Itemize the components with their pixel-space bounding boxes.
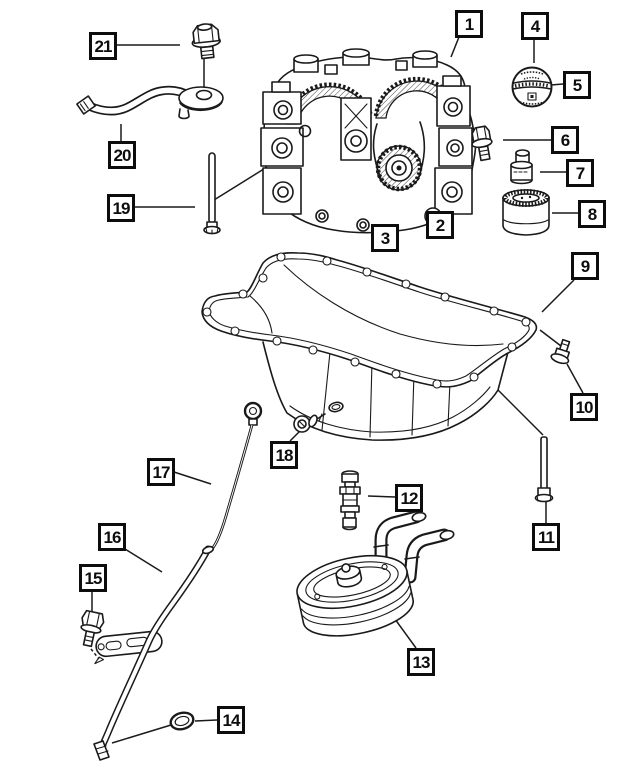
callout-7[interactable]: 7 [566,159,594,187]
callout-6[interactable]: 6 [551,126,579,154]
dipstick-tube-drawing [93,545,215,761]
callout-11[interactable]: 11 [532,523,560,551]
stud-bolt-drawing [203,152,221,235]
callout-16-label: 16 [103,527,122,547]
oil-filler-cap-drawing [511,66,553,108]
callout-3[interactable]: 3 [371,224,399,252]
callout-19-label: 19 [112,198,131,218]
callout-14-label: 14 [222,710,241,730]
callout-8[interactable]: 8 [578,200,606,228]
callout-12-label: 12 [400,488,419,508]
oil-dipstick-drawing [210,401,263,550]
engine-oil-cooler-drawing [296,510,455,637]
callout-18-label: 18 [275,445,294,465]
callout-2[interactable]: 2 [426,211,454,239]
oil-cooler-fitting-drawing [339,470,361,531]
callout-1[interactable]: 1 [455,10,483,38]
callout-4-label: 4 [530,16,541,36]
adapter-plug-drawing [510,149,533,185]
callout-21-label: 21 [94,36,113,56]
callout-15-label: 15 [84,568,103,588]
pan-flange-holes [202,252,531,389]
callout-7-label: 7 [575,163,586,183]
callout-12[interactable]: 12 [395,484,423,512]
callout-5[interactable]: 5 [563,71,591,99]
balance-shaft-module-drawing [260,48,477,234]
callout-5-label: 5 [572,75,583,95]
drain-plug-drawing [293,413,326,433]
callout-3-label: 3 [380,228,391,248]
callout-9[interactable]: 9 [571,252,599,280]
callout-20[interactable]: 20 [108,141,136,169]
bracket-bolt-drawing [80,609,105,648]
callout-10-label: 10 [575,397,594,417]
callout-2-label: 2 [435,215,446,235]
callout-20-label: 20 [113,145,132,165]
callout-15[interactable]: 15 [79,564,107,592]
callout-14[interactable]: 14 [217,706,245,734]
callout-11-label: 11 [538,527,555,547]
hex-flange-bolt-drawing [471,125,493,162]
callout-1-label: 1 [464,14,475,34]
pan-bolt-long-drawing [534,436,554,503]
callout-17-label: 17 [152,462,171,482]
pan-bolt-short-drawing [550,338,571,365]
callout-19[interactable]: 19 [107,194,135,222]
pickup-tube-bolt-drawing [191,23,221,60]
callout-8-label: 8 [587,204,598,224]
oil-pickup-tube-drawing [76,85,224,120]
callout-6-label: 6 [560,130,571,150]
callout-4[interactable]: 4 [521,12,549,40]
o-ring-drawing [169,711,195,731]
oil-filter-drawing [502,189,550,236]
oil-pan-drawing [201,252,538,441]
callout-16[interactable]: 16 [98,523,126,551]
callout-10[interactable]: 10 [570,393,598,421]
callout-17[interactable]: 17 [147,458,175,486]
callout-9-label: 9 [580,256,591,276]
callout-13[interactable]: 13 [407,648,435,676]
callout-18[interactable]: 18 [270,441,298,469]
callout-13-label: 13 [412,652,431,672]
callout-21[interactable]: 21 [89,32,117,60]
